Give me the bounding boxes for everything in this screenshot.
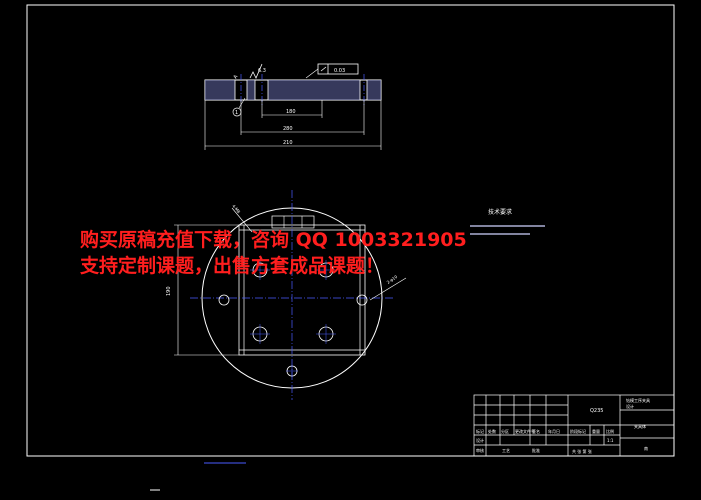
tb-sheet: 共 张 第 张 bbox=[572, 448, 592, 454]
part-balloon-number: 1 bbox=[235, 110, 238, 116]
tb-change: 更改文件号 bbox=[515, 428, 535, 434]
tb-date: 年月日 bbox=[548, 428, 560, 434]
tb-material: Q235 bbox=[590, 408, 603, 414]
section-hatch-left bbox=[205, 80, 381, 100]
gdt-frame: 0.03 bbox=[317, 63, 359, 75]
dim-left-height-text: 190 bbox=[166, 286, 172, 296]
plan-centerlines bbox=[190, 190, 395, 400]
tech-note: 技术要求 bbox=[470, 208, 545, 235]
tb-check: 审核 bbox=[476, 447, 484, 453]
hole-left bbox=[218, 294, 230, 306]
datum-label: A bbox=[233, 74, 240, 80]
watermark-line-1: 购买原稿充值下载，咨询 QQ 1003321905 bbox=[80, 228, 467, 251]
tb-title-main: 钻模工序夹具 bbox=[626, 397, 650, 403]
hole-crosshairs bbox=[250, 260, 336, 377]
tb-design: 设计 bbox=[476, 437, 484, 443]
tb-sign: 签名 bbox=[532, 428, 540, 434]
tech-note-title: 技术要求 bbox=[488, 208, 512, 216]
diag-leader-1-text: 4-M8 bbox=[231, 203, 242, 214]
tb-count: 处数 bbox=[488, 428, 496, 434]
tb-part-name: 夹具体 bbox=[634, 423, 646, 429]
title-block-text: 标记 处数 分区 更改文件号 签名 年月日 设计 审核 工艺 批准 Q235 阶… bbox=[476, 397, 650, 454]
tb-approve: 批准 bbox=[532, 447, 540, 453]
roughness-text: 6.3 bbox=[258, 68, 266, 74]
tb-title-sub: 设计 bbox=[626, 403, 634, 409]
tb-ratio: 比例 bbox=[606, 428, 614, 434]
diag-leader-2-text: 2-φ10 bbox=[386, 274, 399, 285]
tb-ratio-value: 1:1 bbox=[607, 438, 614, 443]
diag-leader-1 bbox=[231, 207, 253, 233]
inner-block-edges bbox=[239, 225, 365, 355]
dim-top-overall-text: 210 bbox=[283, 140, 293, 146]
gdt-value: 0.03 bbox=[334, 68, 345, 74]
watermark-line-2: 支持定制课题，出售方套成品课题！ bbox=[79, 254, 384, 277]
balloon-leader bbox=[238, 97, 246, 109]
dim-top-mid bbox=[240, 100, 365, 135]
tech-note-lines bbox=[470, 225, 545, 235]
tb-process: 工艺 bbox=[502, 448, 510, 453]
plan-view: 190 4-M8 2-φ10 bbox=[166, 190, 407, 400]
title-block bbox=[473, 394, 675, 457]
leader-line bbox=[305, 68, 319, 79]
top-notch bbox=[271, 215, 315, 229]
drawing-frame bbox=[26, 4, 675, 457]
diag-leader-2 bbox=[369, 277, 407, 301]
dim-top-inner bbox=[261, 100, 323, 118]
tb-stage: 阶段标记 bbox=[570, 428, 586, 434]
dim-top-mid-text: 280 bbox=[283, 126, 293, 132]
tb-zone: 分区 bbox=[501, 428, 509, 434]
dim-top-inner-text: 180 bbox=[286, 109, 296, 115]
watermark: 购买原稿充值下载，咨询 QQ 1003321905 支持定制课题，出售方套成品课… bbox=[79, 228, 467, 277]
tb-org: 南 bbox=[644, 445, 648, 451]
plan-holes bbox=[218, 262, 368, 377]
tb-mark: 标记 bbox=[476, 428, 484, 434]
dim-left-height bbox=[174, 224, 239, 356]
roughness-symbol bbox=[249, 63, 263, 79]
dim-top-overall bbox=[204, 100, 382, 150]
tb-weight: 重量 bbox=[592, 428, 600, 434]
section-view: 6.3 0.03 A bbox=[204, 63, 382, 150]
section-holes bbox=[234, 80, 368, 100]
hole-right bbox=[356, 294, 368, 306]
